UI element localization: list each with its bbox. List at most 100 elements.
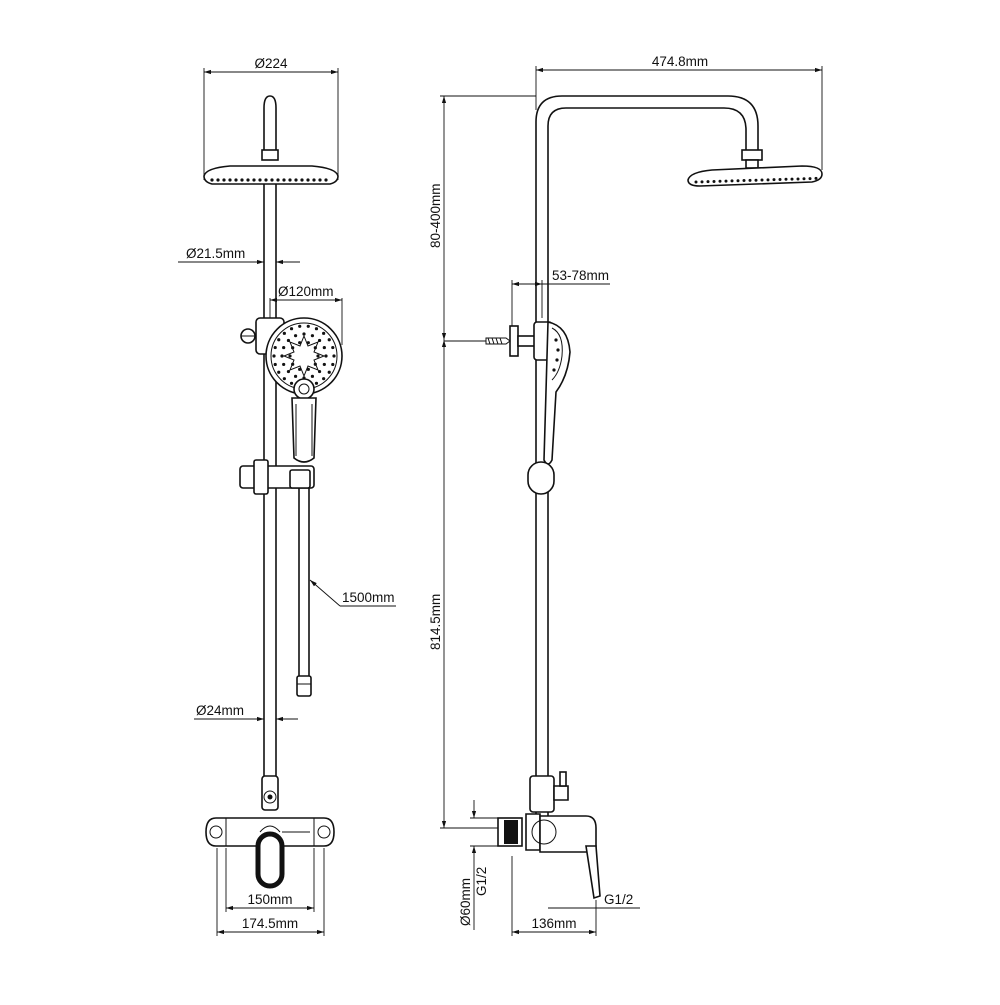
nozzle-dot [796,177,800,181]
handshower-handle [291,397,317,463]
rain-shower-head [203,165,339,185]
nozzle-dot [760,178,764,182]
nozzle-dot [294,178,298,182]
nozzle-dot [324,178,328,182]
nozzle-dot [310,374,315,378]
nozzle-dot [322,331,326,335]
nozzle-dot [322,345,326,350]
side-view: 474.8mm 80-400mm 53-78mm [428,54,823,936]
mixer-width-dimension: 174.5mm [216,848,325,936]
nozzle-dot [730,179,734,183]
nozzle-dot [282,331,286,335]
head-diameter-dimension: Ø224 [203,56,339,180]
depth-dimension: 136mm [511,856,597,936]
handshower-head [265,317,343,400]
depth-label: 136mm [531,916,576,931]
pipe-diameter-top-label: Ø21.5mm [186,246,245,261]
thread-right-dimension: G1/2 [548,892,640,909]
nozzle-dot [293,374,298,378]
mixer-lever [255,825,285,889]
mixer-width-label: 174.5mm [242,916,298,931]
thread-right-label: G1/2 [604,892,633,907]
nozzle-dot [310,334,315,338]
head-diameter-label: Ø224 [254,56,288,71]
riser-height-dimension: 814.5mm [428,340,500,829]
nozzle-dot [277,370,281,374]
nozzle-dot [766,178,770,182]
nozzle-dot [293,334,298,338]
hose-length-label: 1500mm [342,590,395,605]
rain-shower-head-side [687,165,823,187]
nozzle-dot [298,324,302,328]
nozzle-dot [724,179,728,183]
nozzle-dot [748,178,752,182]
bracket-offset-label: 53-78mm [552,268,609,283]
nozzle-dot [240,178,244,182]
nozzle-dot [276,178,280,182]
nozzle-dot [718,179,722,183]
nozzle-dot [808,177,812,181]
nozzle-dot [814,176,818,180]
nozzle-dot [778,177,782,181]
wall-bracket-side [444,321,553,361]
nozzle-dot [802,177,806,181]
nozzle-dot [264,178,268,182]
nozzle-dot [234,178,238,182]
flange-diameter-label: Ø60mm [458,878,473,926]
bracket-offset-dimension: 53-78mm [511,268,610,326]
nozzle-dot [790,177,794,181]
diverter [261,775,279,811]
nozzle-dot [324,354,328,358]
handshower-side [543,321,571,465]
hose-length-dimension: 1500mm [309,579,396,607]
nozzle-dot [306,178,310,182]
nozzle-dot [700,180,704,184]
nozzle-dot [332,354,336,358]
nozzle-dot [289,327,294,331]
nozzle-dot [282,377,286,381]
pipe-diameter-bottom-label: Ø24mm [196,703,244,718]
nozzle-dot [327,370,331,374]
nozzle-dot [327,338,331,342]
nozzle-dot [736,179,740,183]
mixer-body-side [497,813,601,900]
nozzle-dot [246,178,250,182]
mixer-center-dimension: 150mm [225,848,315,912]
nozzle-dot [784,177,788,181]
arm-length-label: 474.8mm [652,54,708,69]
shower-arm-stub [261,95,279,161]
nozzle-dot [312,178,316,182]
nozzle-dot [270,178,274,182]
nozzle-dot [288,354,292,358]
nozzle-dot [318,178,322,182]
nozzle-dot [322,377,326,381]
arm-length-dimension: 474.8mm [535,54,823,170]
nozzle-dot [282,178,286,182]
nozzle-dot [331,345,335,350]
nozzle-dot [273,345,277,350]
nozzle-dot [772,178,776,182]
height-adjust-dimension: 80-400mm [428,95,536,340]
handshower-diameter-label: Ø120mm [278,284,334,299]
nozzle-dot [331,362,335,367]
nozzle-dot [314,381,319,385]
thread-left-label: G1/2 [474,867,489,896]
height-adjust-label: 80-400mm [428,183,443,248]
nozzle-dot [280,354,284,358]
flange-thread-dimension: Ø60mm G1/2 [458,800,498,930]
pipe-diameter-bottom-dimension: Ø24mm [194,703,298,722]
nozzle-dot [222,178,226,182]
nozzle-dot [706,180,710,184]
nozzle-dot [316,354,320,358]
diverter-side [529,771,569,813]
nozzle-dot [216,178,220,182]
nozzle-dot [694,180,698,184]
nozzle-dot [288,178,292,182]
nozzle-dot [300,178,304,182]
nozzle-dot [273,362,277,367]
nozzle-dot [289,381,294,385]
nozzle-dot [272,354,276,358]
riser-height-label: 814.5mm [428,594,443,650]
